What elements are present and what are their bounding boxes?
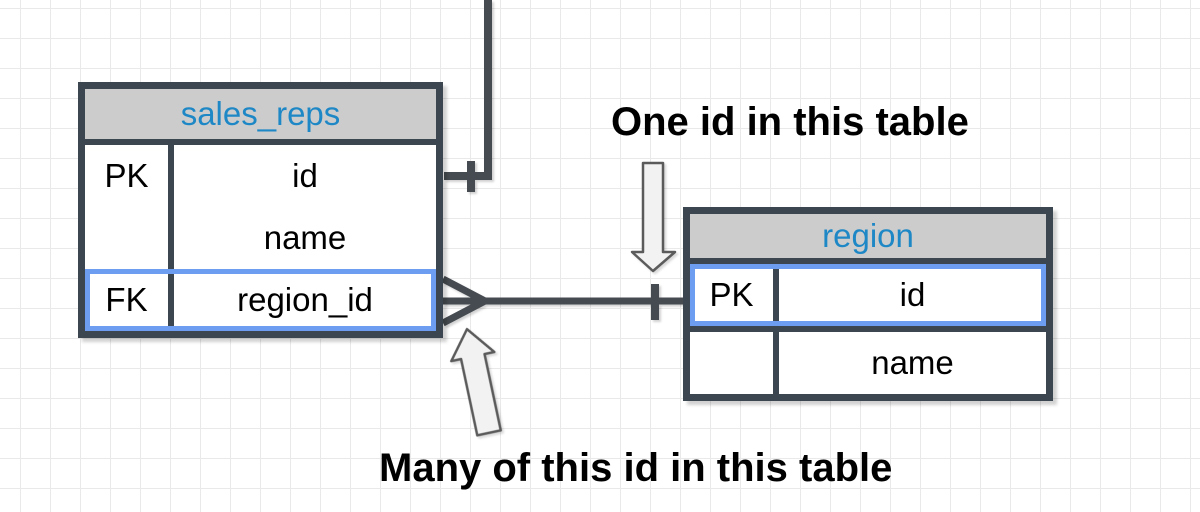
row-field: name [871,344,954,381]
arrow-down-icon [630,161,677,273]
row-key [690,332,779,394]
row-field: region_id [237,281,373,318]
annotation-many-label: Many of this id in this table [379,446,893,490]
table-row: FK region_id [85,269,436,331]
crow-foot-many-icon [441,275,487,327]
er-table-sales-reps: sales_reps PK id name FK region_id [78,82,443,338]
row-field: name [263,219,347,256]
table-header: region [690,214,1046,264]
row-key: PK [85,145,174,207]
arrow-up-icon [450,327,503,437]
row-key: PK [690,264,779,326]
table-header: sales_reps [85,89,436,145]
table-row: PK id [85,145,436,207]
row-key: FK [85,269,174,331]
row-field: id [292,157,318,194]
table-row: PK id [690,264,1046,326]
table-title: sales_reps [180,95,341,132]
row-field: id [899,276,926,313]
table-title: region [822,217,914,254]
row-divider [690,326,1046,332]
table-row: name [85,207,436,269]
er-table-region: region PK id name [683,207,1053,401]
row-key [85,207,174,269]
connector-top [444,0,492,180]
table-row: name [690,332,1046,394]
annotation-one-label: One id in this table [611,100,969,144]
